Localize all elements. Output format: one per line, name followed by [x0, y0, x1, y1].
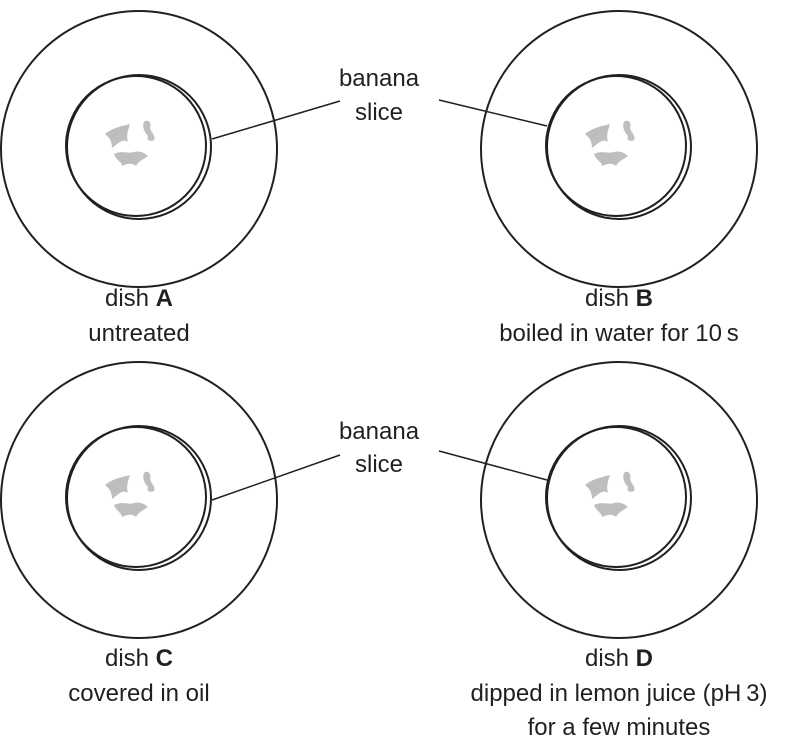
top-banana-slice-label: banana slice — [211, 65, 548, 140]
bottom-banana-slice-label: banana slice — [211, 418, 548, 501]
dish-a-outer-rim — [0, 10, 278, 288]
dish-c-name: dish C — [105, 645, 173, 672]
pointer-line-dish-b — [438, 99, 548, 127]
bottom-label-line2: slice — [355, 451, 403, 478]
dish-d: dish D dipped in lemon juice (pH 3) for … — [471, 361, 768, 741]
dish-c-caption: covered in oil — [68, 680, 209, 707]
dish-a-slice-inner-edge — [65, 75, 207, 217]
dish-a: dish A untreated — [0, 10, 278, 347]
dish-d-outer-rim — [480, 361, 758, 639]
dish-c-browning-spots — [105, 471, 155, 517]
dish-b-browning-spots — [585, 120, 635, 166]
dish-b-slice-inner-edge — [545, 75, 687, 217]
dish-c-outer-rim — [0, 361, 278, 639]
dish-b-outer-rim — [480, 10, 758, 288]
top-label-line2: slice — [355, 99, 403, 126]
dish-b: dish B boiled in water for 10 s — [480, 10, 758, 347]
dish-c-slice-inner-edge — [65, 426, 207, 568]
dish-d-name: dish D — [585, 645, 653, 672]
dish-b-name: dish B — [585, 285, 653, 312]
dish-d-browning-spots — [585, 471, 635, 517]
pointer-line-dish-d — [438, 450, 548, 481]
dish-b-caption: boiled in water for 10 s — [499, 320, 739, 347]
dish-d-slice-inner-edge — [545, 426, 687, 568]
dish-d-caption-line1: dipped in lemon juice (pH 3) — [471, 680, 768, 707]
dish-a-browning-spots — [105, 120, 155, 166]
pointer-line-dish-a — [211, 100, 341, 140]
dish-c: dish C covered in oil — [0, 361, 278, 707]
dish-a-caption: untreated — [88, 320, 189, 347]
bottom-label-line1: banana — [339, 418, 420, 445]
dish-d-caption-line2: for a few minutes — [528, 714, 711, 741]
dish-a-name: dish A — [105, 285, 173, 312]
pointer-line-dish-c — [211, 454, 341, 501]
top-label-line1: banana — [339, 65, 420, 92]
